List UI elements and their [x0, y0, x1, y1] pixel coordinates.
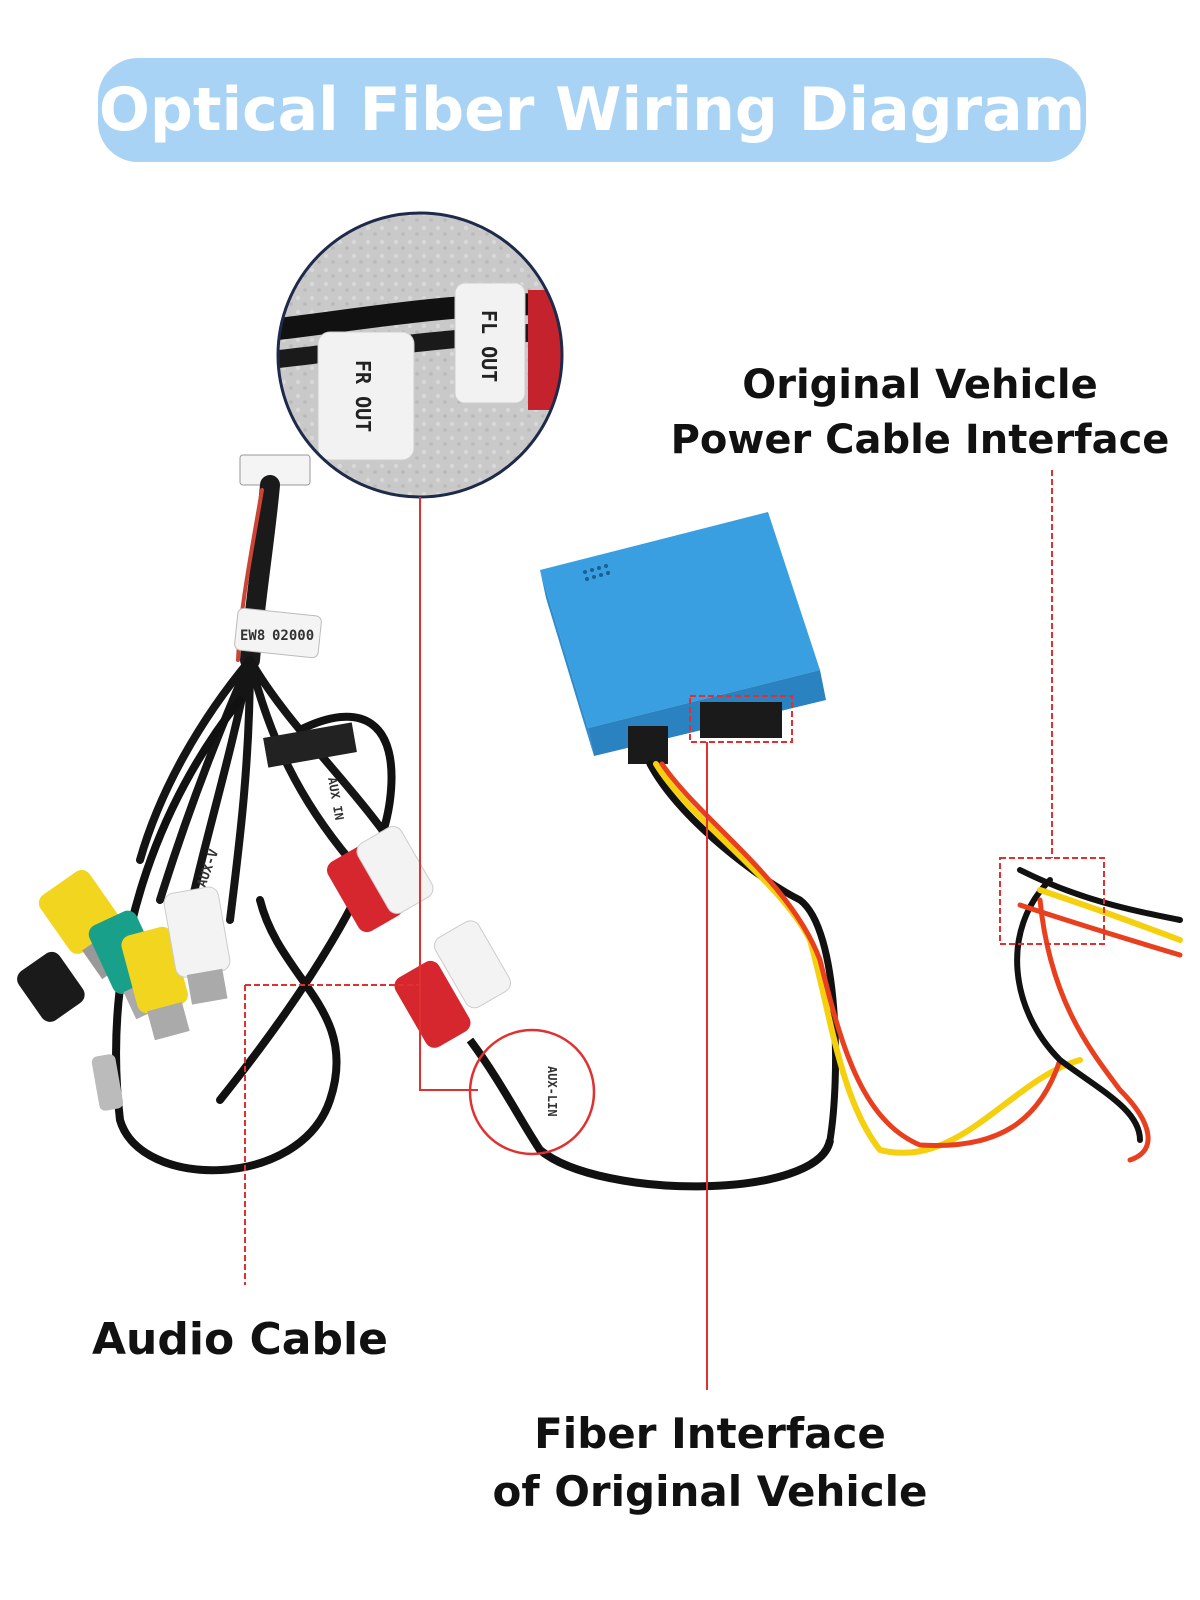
audio-harness: EW8 02000 AUX-V AUX IN: [112, 454, 414, 1175]
zoom-inset: FL OUT FR OUT: [276, 211, 564, 499]
power-cables: [646, 760, 1183, 1163]
power-label-line2: Power Cable Interface: [670, 417, 1170, 464]
fiber-port-box: [689, 695, 793, 743]
harness-tag: EW8 02000: [234, 607, 322, 659]
audio-cable-label: Audio Cable: [92, 1314, 388, 1365]
fiber-label-line1: Fiber Interface: [534, 1409, 886, 1458]
fl-out-label: FL OUT: [477, 310, 501, 382]
title-banner: [98, 58, 1086, 162]
fr-out-label: FR OUT: [351, 360, 375, 432]
power-cable-label: Original Vehicle Power Cable Interface: [660, 358, 1180, 468]
aux-lin-circle: [468, 1028, 596, 1156]
fiber-port: [700, 702, 782, 738]
rca-connectors: AUX-LIN: [17, 826, 834, 1191]
callouts: [244, 470, 1105, 1390]
power-label-line1: Original Vehicle: [742, 362, 1098, 408]
page-title: Optical Fiber Wiring Diagram: [98, 75, 1086, 145]
fl-out-tag: FL OUT: [454, 282, 526, 404]
fiber-interface-label: Fiber Interface of Original Vehicle: [470, 1405, 950, 1521]
fiber-label-line2: of Original Vehicle: [492, 1466, 928, 1516]
fiber-module: [540, 512, 826, 764]
power-interface-box: [999, 857, 1105, 945]
aux-lin-label: AUX-LIN: [545, 1066, 559, 1117]
inset-leader-line: [419, 497, 478, 1091]
fr-out-tag: FR OUT: [317, 331, 415, 461]
svg-text:02000: 02000: [272, 628, 314, 644]
svg-text:EW8: EW8: [240, 628, 265, 644]
